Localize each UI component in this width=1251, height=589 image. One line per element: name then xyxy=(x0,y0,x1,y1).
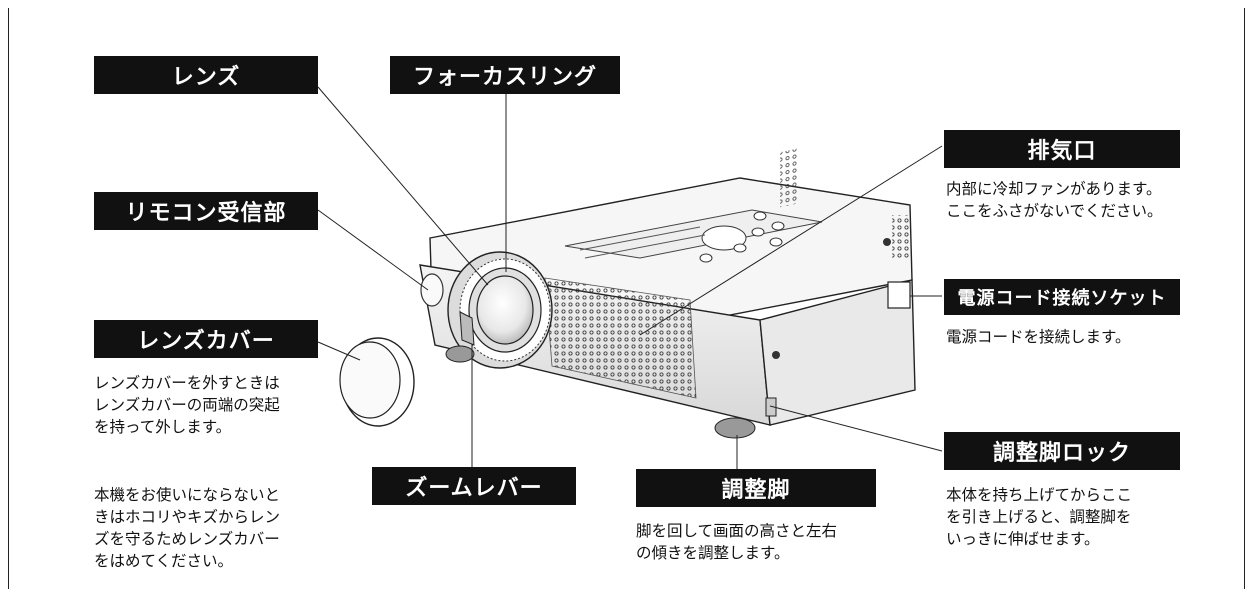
label-exhaust: 排気口 xyxy=(944,130,1180,168)
lens-cover-illustration xyxy=(339,337,415,427)
projector-side xyxy=(759,279,916,426)
leader-lines xyxy=(317,86,943,470)
label-zoom-lever: ズームレバー xyxy=(372,467,576,505)
foot-left xyxy=(445,345,475,363)
foot-lock-latch xyxy=(765,397,777,417)
label-power-socket: 電源コード接続ソケット xyxy=(944,279,1180,315)
desc-power-socket: 電源コードを接続します。 xyxy=(946,328,1131,346)
remote-receiver-window xyxy=(420,273,444,307)
power-socket-port xyxy=(887,281,911,309)
label-focus-ring: フォーカスリング xyxy=(390,56,620,94)
desc-adjust-foot: 脚を回して画面の高さと左右 の傾きを調整します。 xyxy=(636,522,838,562)
zoom-lever xyxy=(459,311,475,346)
desc-adjust-foot-lock: 本体を持ち上げてからここ を引き上げると、調整脚を いっきに伸ばせます。 xyxy=(946,486,1133,548)
lens-glass xyxy=(476,275,534,345)
foot-front xyxy=(714,417,756,439)
label-remote-receiver: リモコン受信部 xyxy=(94,192,318,230)
page-frame xyxy=(8,8,1245,589)
exhaust-grille xyxy=(544,277,697,399)
control-panel xyxy=(564,209,823,259)
desc-lens-cover: レンズカバーを外すときは レンズカバーの両端の突起 を持って外します。 xyxy=(94,374,280,436)
desc-exhaust: 内部に冷却ファンがあります。 ここをふさがないでください。 xyxy=(946,180,1163,220)
desc-lens-cover-note: 本機をお使いにならないと きはホコリやキズからレン ズを守るためレンズカバー を… xyxy=(94,486,281,570)
label-adjust-foot: 調整脚 xyxy=(636,469,876,507)
control-buttons xyxy=(699,211,785,263)
label-adjust-foot-lock: 調整脚ロック xyxy=(944,432,1180,470)
label-lens-cover: レンズカバー xyxy=(94,320,318,358)
label-lens: レンズ xyxy=(94,56,318,94)
